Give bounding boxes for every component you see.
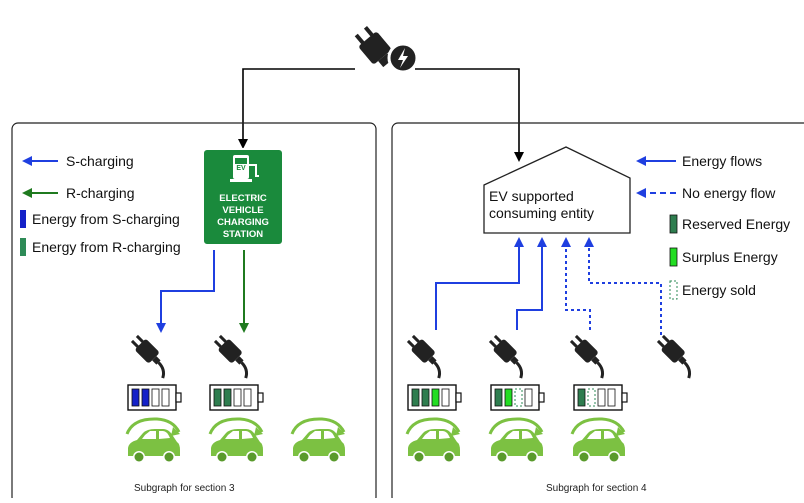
feed-line-right — [415, 68, 524, 162]
ev-car-icon — [208, 417, 265, 465]
plug-icon — [403, 331, 452, 380]
legend-s-energy-swatch — [20, 210, 26, 228]
legend-r-energy-swatch — [20, 238, 26, 256]
no-energy-flow-line — [561, 237, 591, 330]
legend-label-s-charging: S-charging — [66, 153, 134, 169]
subgraph-right-caption: Subgraph for section 4 — [546, 483, 647, 494]
consuming-entity-shape — [483, 146, 631, 234]
subgraph-right-frame — [391, 122, 804, 503]
station-sign-line: STATION — [222, 229, 264, 240]
legend-label-no-energy-flow: No energy flow — [682, 185, 776, 201]
legend-label-r-charging: R-charging — [66, 185, 135, 201]
plug-icon — [485, 331, 534, 380]
subgraph-left-caption: Subgraph for section 3 — [134, 483, 235, 494]
legend-label-reserved: Reserved Energy — [682, 216, 791, 232]
plug-icon — [566, 331, 615, 380]
legend-label-energy-r: Energy from R-charging — [32, 239, 181, 255]
no-energy-flow-line — [584, 237, 662, 335]
battery-icon — [209, 384, 264, 411]
station-sign-line: CHARGING — [217, 217, 269, 228]
legend-label-energy-s: Energy from S-charging — [32, 211, 180, 227]
entity-label-line: consuming entity — [489, 205, 595, 221]
station-sign-line: VEHICLE — [222, 205, 264, 216]
feed-line-left — [238, 68, 355, 149]
power-plug-icon — [354, 26, 419, 74]
plug-icon — [210, 331, 259, 380]
energy-flow-line — [516, 237, 547, 330]
charging-station-icon — [202, 148, 284, 246]
plug-icon — [127, 331, 176, 380]
ev-car-icon — [405, 417, 462, 465]
legend-surplus-swatch — [669, 247, 678, 267]
battery-icon — [490, 384, 545, 411]
energy-flow-line — [435, 237, 524, 330]
battery-icon — [407, 384, 462, 411]
plug-icon — [653, 331, 702, 380]
s-charging-line — [156, 250, 215, 333]
legend-reserved-swatch — [669, 214, 678, 234]
station-sign-badge: EV — [236, 165, 246, 172]
ev-car-icon — [570, 417, 627, 465]
legend-label-sold: Energy sold — [682, 282, 756, 298]
battery-icon — [573, 384, 628, 411]
subgraph-left-frame — [11, 122, 377, 503]
ev-car-icon — [125, 417, 182, 465]
legend-sold-swatch — [669, 280, 678, 300]
legend-label-energy-flows: Energy flows — [682, 153, 763, 169]
ev-car-icon — [488, 417, 545, 465]
station-sign-line: ELECTRIC — [219, 193, 267, 204]
battery-icon — [127, 384, 182, 411]
ev-car-icon — [290, 417, 347, 465]
legend-label-surplus: Surplus Energy — [682, 249, 778, 265]
entity-label-line: EV supported — [489, 188, 574, 204]
